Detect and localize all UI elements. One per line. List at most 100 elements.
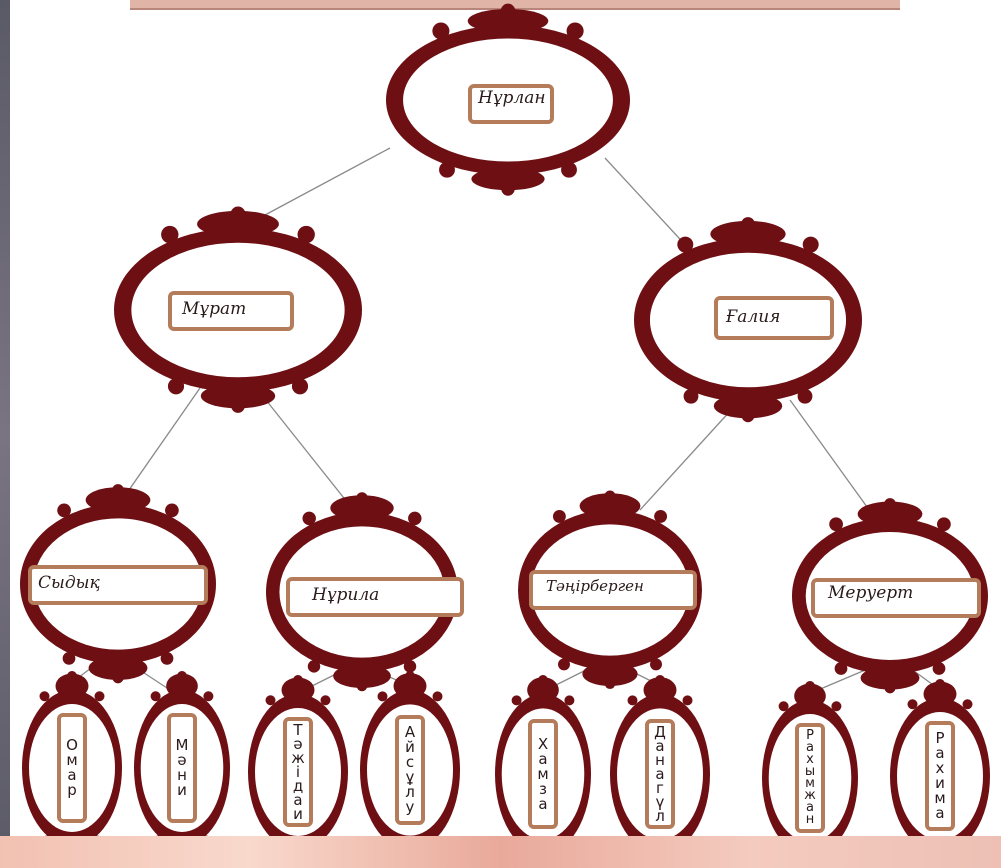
frame-gen2-2 [634, 217, 862, 423]
bottom-decor-strip [0, 836, 1001, 868]
frame-gen2-2-crest-knob [741, 217, 755, 231]
node-label-gen3-2: Нұрила [312, 585, 380, 605]
node-label-gen2-1: Мұрат [182, 299, 247, 319]
frame-leaf-1-scroll-tl [39, 691, 50, 702]
frame-gen3-3-label-box [529, 570, 697, 610]
frame-leaf-5 [495, 675, 591, 868]
frame-leaf-3-crest-knob [293, 675, 303, 685]
frame-gen2-2-scroll-bl [683, 388, 699, 404]
frame-gen3-2-label-box [286, 577, 464, 617]
frame-leaf-5-scroll-tl [511, 695, 522, 706]
frame-leaf-3-scroll-tr [320, 695, 331, 706]
frame-leaf-1-scroll-tr [94, 691, 105, 702]
frame-leaf-1-label-box [57, 713, 87, 823]
frame-gen3-2 [266, 492, 464, 692]
frame-leaf-4 [360, 671, 460, 868]
frame-leaf-6-crest-knob [655, 675, 665, 685]
frame-gen3-1-scroll-tr [165, 503, 179, 518]
frame-leaf-4-label-box [395, 715, 425, 825]
frame-gen3-3-base-knob [604, 678, 616, 690]
frame-gen3-3 [518, 490, 702, 690]
connector-root-gen2-1 [264, 147, 391, 216]
frame-leaf-6 [610, 675, 710, 868]
frame-leaf-3-scroll-tl [265, 695, 276, 706]
frame-root-crest-knob [500, 3, 516, 19]
frame-gen3-3-scroll-bl [558, 658, 570, 671]
connector-gen2-1-gen3-2 [257, 389, 356, 513]
frame-gen3-2-scroll-bl [307, 660, 321, 673]
frame-leaf-4-scroll-tl [377, 691, 388, 702]
frame-gen2-1-base-knob [231, 399, 245, 413]
frame-gen3-2-crest-knob [356, 492, 368, 504]
connector-gen3-4-leaf-7 [817, 667, 871, 691]
frame-gen2-1-crest-knob [230, 206, 246, 222]
frame-root-base-knob [501, 182, 515, 196]
frame-gen3-1-scroll-tl [57, 503, 71, 518]
frame-gen3-1 [20, 484, 216, 684]
frame-leaf-7 [762, 681, 858, 868]
frame-leaf-2-label-box [167, 713, 197, 823]
frame-gen2-2-scroll-tr [802, 236, 819, 253]
frame-gen2-2-scroll-br [797, 388, 813, 404]
node-label-gen3-1: Сыдық [38, 573, 100, 593]
node-label-root: Нұрлан [478, 88, 546, 108]
connector-gen2-2-gen3-3 [639, 397, 743, 511]
frame-leaf-1 [22, 671, 122, 865]
frame-gen2-1-scroll-tr [297, 225, 315, 244]
frame-leaf-2-crest-knob [177, 671, 187, 681]
frame-gen3-4-scroll-tr [937, 517, 951, 532]
frame-leaf-6-label-box [645, 719, 675, 829]
frame-gen3-1-base-knob [112, 672, 124, 684]
frame-gen2-2-base-knob [741, 409, 755, 423]
frame-leaf-1-crest-knob [67, 671, 77, 681]
frame-root-scroll-tl [432, 22, 450, 40]
frame-gen3-2-scroll-tl [302, 511, 316, 526]
frame-leaf-5-label-box [528, 719, 558, 829]
frame-gen3-4-scroll-br [932, 662, 946, 675]
frame-gen3-2-base-knob [356, 680, 368, 692]
frame-leaf-4-scroll-tr [432, 691, 443, 702]
node-label-gen2-2: Ғалия [726, 307, 781, 327]
frame-leaf-8-scroll-tr [962, 699, 973, 710]
frame-leaf-8-label-box [925, 721, 955, 831]
frame-gen2-1 [114, 206, 362, 413]
frame-leaf-6-scroll-tl [627, 695, 638, 706]
frame-gen2-2-scroll-tl [677, 236, 694, 253]
frame-root-label-box [468, 84, 554, 124]
frames [20, 3, 990, 868]
frame-gen3-4-base-knob [884, 682, 896, 694]
connector-root-gen2-2 [604, 157, 691, 251]
frame-gen3-1-label-box [28, 565, 208, 605]
frame-gen2-1-scroll-tl [161, 225, 179, 244]
node-label-gen3-4: Меруерт [828, 583, 914, 603]
connector-gen2-2-gen3-4 [789, 399, 881, 526]
frame-leaf-8 [890, 679, 990, 868]
frame-leaf-3-label-box [283, 717, 313, 827]
frame-root [386, 3, 630, 196]
frame-gen3-3-scroll-br [650, 658, 662, 671]
frame-leaf-7-scroll-tr [831, 701, 842, 712]
frame-gen3-1-scroll-br [160, 652, 174, 665]
frame-leaf-7-scroll-tl [778, 701, 789, 712]
frame-leaf-7-crest-knob [805, 681, 815, 691]
frame-gen3-4-crest-knob [884, 498, 896, 510]
frame-leaf-7-label-box [795, 723, 825, 833]
frame-gen3-4-label-box [811, 578, 981, 618]
frame-gen3-3-crest-knob [604, 490, 616, 502]
frame-gen3-1-crest-knob [112, 484, 124, 496]
frame-gen3-2-scroll-br [403, 660, 417, 673]
frame-leaf-8-crest-knob [935, 679, 945, 689]
connector-gen2-1-gen3-1 [121, 387, 201, 501]
frame-gen3-2-scroll-tr [408, 511, 422, 526]
frame-gen2-1-label-box [168, 291, 294, 331]
frame-gen3-1-scroll-bl [62, 652, 76, 665]
